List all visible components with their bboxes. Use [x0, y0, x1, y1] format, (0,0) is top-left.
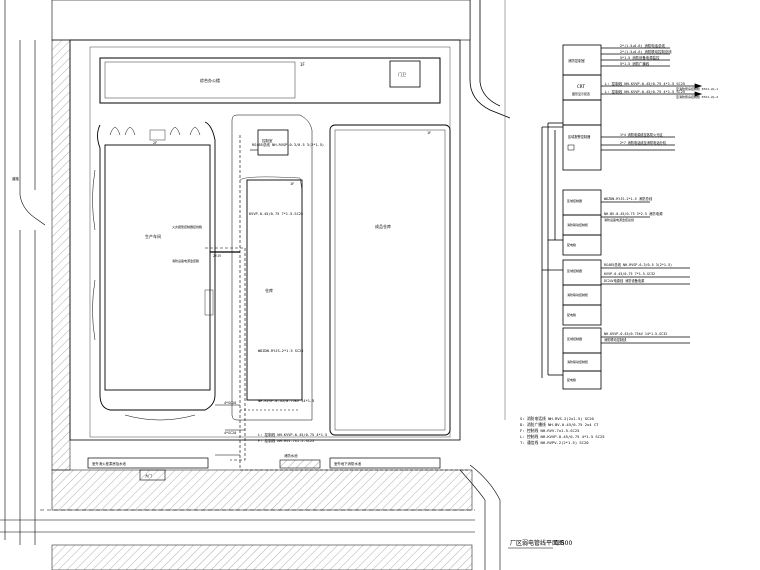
cable-label-3: WDZDN-RYJS-2*1.5 SC25	[258, 349, 303, 353]
legend-line-5: T: 通信线 NH-RVPV-2(2*1.5) SC20	[520, 440, 589, 445]
group2-top: 区域控制器	[567, 268, 582, 273]
gate	[139, 469, 166, 481]
drawing-title-scale: 1:500	[555, 540, 572, 547]
small-building-label: 控制室	[262, 138, 273, 143]
riser-arrow-tag-2: 至消防泵房控制柜 KTA1-2p-2	[676, 94, 718, 99]
group2-line-2: KVVP-0.45/0.75 7*1.5-SC32	[604, 272, 655, 276]
gate-label: 大门	[145, 473, 152, 478]
middle-floor-label: 1F	[290, 182, 294, 186]
riser-top-line-4: 5*1.5 消防广播线	[620, 61, 650, 66]
top-building	[99, 57, 441, 104]
bottom-bar-mid	[279, 459, 321, 469]
riser-crt-sub: 图形显示装置	[572, 91, 590, 96]
group2-line-1: RS485总线 NH-RVSP-0.3/0.5 3(2*1.5)	[604, 262, 672, 267]
top-floor-label: 1F	[300, 62, 305, 67]
group2-bot: 配电箱	[567, 312, 576, 317]
riser-diagram	[541, 44, 703, 390]
left-road	[4, 0, 46, 545]
riser-crt-box: CRT	[577, 84, 585, 90]
left-building-label: 生产车间	[145, 233, 161, 239]
legend-line-3: F: 控制线 NH-RVV-7x1.5-SC25	[520, 428, 579, 433]
cable-label-1: RS485总线 NH-RVSP-0.3/0.5 3(2*1.5)	[252, 142, 324, 147]
riser-mid-line-2: 2*7 消防电话线至消防电话分机	[620, 140, 667, 145]
bottom-bar-mid-label: 消防水池	[284, 453, 298, 458]
group1-line-2: NH-BV-0.45/0.75 3*2.5 消防电源	[604, 211, 663, 216]
legend-line-2: D: 消防广播线 NH-BV-0.45/0.75 2x4 CT	[520, 422, 599, 427]
drawing-title: 厂区弱电管线平面图 1:500	[508, 539, 572, 549]
drawing-title-main: 厂区弱电管线平面图	[510, 539, 564, 547]
hatch-left	[51, 39, 71, 471]
site-boundary	[51, 0, 511, 570]
group2-line-3: DC24V电源线 消防设备电源	[604, 278, 645, 283]
group1-top: 区域控制器	[567, 198, 582, 203]
riser-top-line-1: 2*(1.5+0.6) 消防电话总线	[620, 43, 665, 48]
cable-label-5: L: 控制线 NH-KVVP-0.45/0.75 4*1.5	[258, 432, 327, 437]
group3-line-2: 消防联动控制线	[604, 337, 627, 342]
group1-bot: 配电箱	[567, 242, 576, 247]
cable-label-4: NH-KVVP-0.45/0.75kV 14*1.5	[258, 399, 314, 403]
cable-routes	[205, 135, 470, 471]
left-building	[92, 121, 216, 421]
dim-2: 4*SC20	[224, 401, 236, 405]
right-floor-label: 1F	[427, 131, 431, 135]
bottom-bar-left-label: 室外消火栓泵房及水池	[92, 461, 127, 466]
top-inner-block	[104, 61, 296, 99]
dim-3: 4*SC20	[224, 431, 236, 435]
riser-top-line-3: 5*1.5 消防设备电源监控	[620, 55, 660, 60]
riser-arrow-line-1: L: 控制线 NH-KVVP-0.45/0.75 4*1.5 SC25	[605, 81, 685, 86]
riser-mid-line-1: 1*4 消防电源线至各防火分区	[620, 132, 664, 137]
riser-mid-box: 区域报警控制器	[568, 134, 591, 139]
left-note-2: 消防设备电源监控箱	[172, 258, 199, 263]
dim-1: 2YJV	[213, 254, 221, 258]
cable-label-6: F: 控制线 NH-RVV-7x1.5-SC25	[258, 438, 314, 443]
group3-line-1: NH-KVVP-0.45/0.75kV 14*1.5-SC32	[604, 332, 667, 336]
legend-line-4: L: 控制线 NH-KVVP-0.45/0.75 4*1.5 SC25	[520, 434, 605, 439]
gatehouse	[389, 60, 421, 88]
riser-arrow-line-2: L: 控制线 NH-KVVP-0.45/0.75 4*1.5 SC25	[605, 89, 685, 94]
middle-building-label: 仓库	[265, 287, 273, 293]
left-floor-label: 2F	[153, 141, 157, 145]
riser-top-box: 消防控制室	[568, 58, 586, 63]
hatch-bottom-2	[51, 544, 473, 570]
road-label: 道路	[12, 176, 19, 181]
middle-building	[231, 114, 313, 421]
group1-line-1: WDZDN-RYJS-2*1.5 消防总线	[604, 196, 653, 201]
group2-mid: 消防联动控制柜	[567, 292, 588, 297]
group3-mid: 消防联动控制柜	[567, 359, 588, 364]
bottom-road	[0, 509, 475, 533]
hatch-bottom	[51, 469, 473, 511]
group3-bot: 配电箱	[567, 377, 576, 382]
cable-label-2: KVVP-0.45/0.75 7*1.5-SC25	[249, 212, 303, 216]
bottom-bar-left	[87, 457, 209, 469]
group3-top: 区域控制器	[567, 336, 582, 341]
top-building-label: 综合办公楼	[200, 77, 220, 83]
legend-line-1: S: 消防电话线 NH-RVS-2(2x1.5) SC20	[520, 416, 595, 421]
left-note-1: 火灾报警控制器接线箱	[172, 224, 202, 229]
right-building-label: 成品仓库	[375, 223, 391, 229]
bottom-bar-right-label: 室外地下消防水池	[334, 461, 362, 466]
riser-arrow-tag-1: 至消防泵房控制柜 KTA1-2p-1	[676, 86, 718, 91]
right-building	[329, 124, 451, 436]
bottom-bar-right	[329, 457, 441, 469]
gatehouse-label: 门卫	[398, 71, 406, 77]
legend: S: 消防电话线 NH-RVS-2(2x1.5) SC20 D: 消防广播线 N…	[520, 416, 605, 445]
group1-mid: 消防联动控制柜	[567, 222, 588, 227]
group1-line-3: 消防设备电源监控总线	[604, 217, 634, 222]
riser-top-line-2: 2*(1.5+0.6) 消防联动控制总线	[620, 49, 672, 54]
